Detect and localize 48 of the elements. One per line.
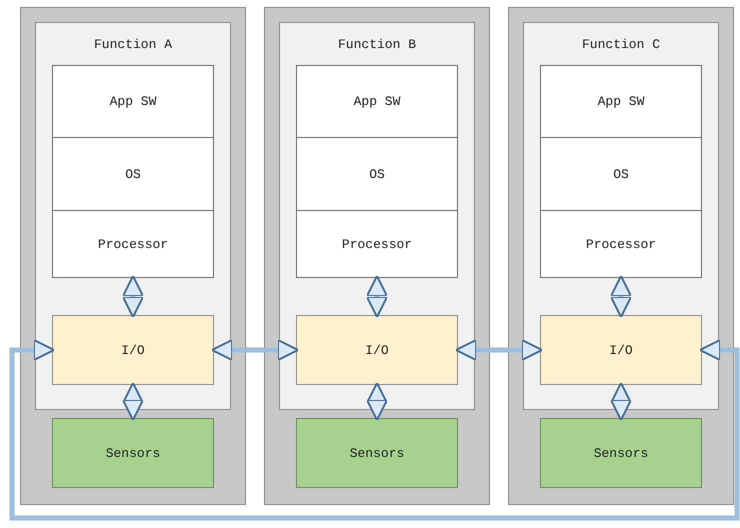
box-label: I/O bbox=[121, 342, 145, 358]
layer-box bbox=[540, 137, 702, 211]
io-box bbox=[52, 315, 214, 385]
function-panel bbox=[20, 7, 246, 505]
function-panel bbox=[508, 7, 734, 505]
double-arrow bbox=[122, 382, 144, 421]
sensors-box bbox=[540, 418, 702, 488]
box-label: I/O bbox=[609, 342, 633, 358]
double-arrow bbox=[610, 275, 632, 318]
layer-box bbox=[296, 65, 458, 138]
double-arrow bbox=[122, 275, 144, 318]
box-label: App SW bbox=[598, 94, 644, 109]
double-arrow bbox=[610, 382, 632, 421]
layer-box bbox=[52, 210, 214, 278]
function-box bbox=[35, 22, 231, 410]
box-label: Processor bbox=[98, 236, 168, 252]
layer-box bbox=[296, 210, 458, 278]
box-label: I/O bbox=[365, 342, 389, 358]
double-arrow bbox=[366, 382, 388, 421]
box-label: Sensors bbox=[350, 446, 404, 460]
double-arrow bbox=[10, 339, 740, 520]
layer-box bbox=[52, 65, 214, 138]
layer-box bbox=[540, 210, 702, 278]
function-title: Function A bbox=[94, 37, 172, 52]
box-label: App SW bbox=[110, 94, 156, 109]
layer-box bbox=[540, 65, 702, 138]
io-box bbox=[296, 315, 458, 385]
function-box bbox=[523, 22, 719, 410]
io-box bbox=[540, 315, 702, 385]
double-arrow bbox=[455, 339, 543, 361]
double-arrow bbox=[211, 339, 299, 361]
function-title: Function C bbox=[582, 37, 660, 52]
sensors-box bbox=[52, 418, 214, 488]
function-panel bbox=[264, 7, 490, 505]
box-label: Processor bbox=[342, 236, 412, 252]
box-label: OS bbox=[613, 166, 629, 182]
layer-box bbox=[296, 137, 458, 211]
function-box bbox=[279, 22, 475, 410]
box-label: Sensors bbox=[106, 446, 160, 460]
double-arrow bbox=[366, 275, 388, 318]
sensors-box bbox=[296, 418, 458, 488]
function-title: Function B bbox=[338, 37, 416, 52]
box-label: OS bbox=[125, 166, 141, 182]
box-label: App SW bbox=[354, 94, 400, 109]
box-label: Processor bbox=[586, 236, 656, 252]
box-label: Sensors bbox=[594, 446, 648, 460]
box-label: OS bbox=[369, 166, 385, 182]
layer-box bbox=[52, 137, 214, 211]
